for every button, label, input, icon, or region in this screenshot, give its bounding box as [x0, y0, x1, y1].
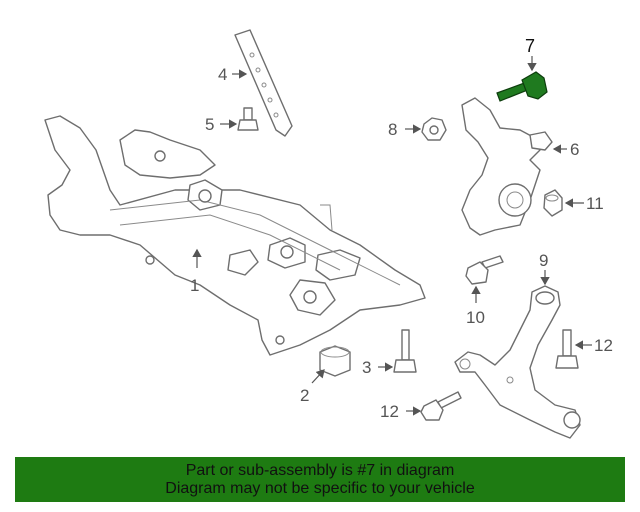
subframe-crossmember[interactable] [44, 115, 426, 356]
bolt-12-right[interactable] [555, 329, 579, 369]
callout-label-4: 4 [218, 65, 227, 84]
callout-label-9: 9 [539, 251, 548, 270]
bracket-strip[interactable] [234, 29, 293, 137]
callout-label-12-right: 12 [594, 336, 613, 355]
bolt-12-bottom[interactable] [420, 391, 462, 421]
highlighted-bolt-7[interactable] [496, 71, 548, 102]
callout-label-1: 1 [190, 276, 199, 295]
callout-label-10: 10 [466, 308, 485, 327]
bolt-5[interactable] [237, 107, 259, 131]
bolt-10[interactable] [465, 255, 504, 285]
callout-label-2: 2 [300, 386, 309, 405]
callout-line-2 [311, 369, 325, 384]
banner-line-2: Diagram may not be specific to your vehi… [165, 479, 475, 497]
callout-label-6: 6 [570, 140, 579, 159]
callout-label-8: 8 [388, 120, 397, 139]
steering-knuckle[interactable] [461, 97, 553, 236]
callout-label-7: 7 [525, 36, 535, 56]
parts-diagram: 1 2 3 4 5 6 7 8 9 10 11 12 12 [44, 29, 613, 439]
banner-line-1: Part or sub-assembly is #7 in diagram [185, 461, 455, 479]
info-banner: Part or sub-assembly is #7 in diagram Di… [15, 457, 625, 502]
callout-label-11: 11 [586, 194, 604, 213]
lower-control-arm[interactable] [454, 285, 581, 439]
callout-label-12-bottom: 12 [380, 402, 399, 421]
bushing-2[interactable] [319, 345, 351, 377]
callout-label-3: 3 [362, 358, 371, 377]
callout-label-5: 5 [205, 115, 214, 134]
nut-8[interactable] [421, 117, 447, 141]
bushing-11[interactable] [543, 189, 563, 217]
bolt-3[interactable] [393, 329, 417, 373]
